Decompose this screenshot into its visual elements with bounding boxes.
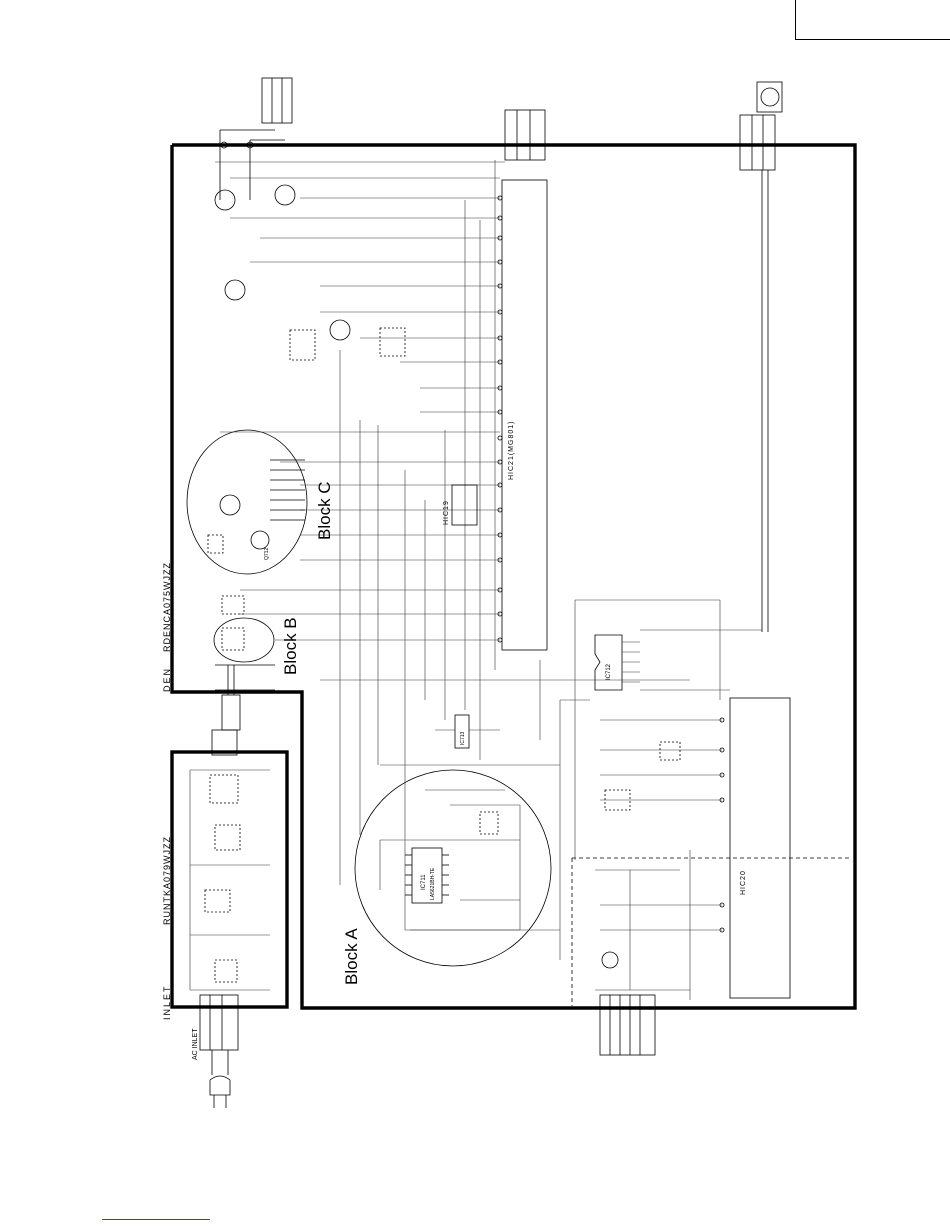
photo-coupler-1: [290, 330, 315, 360]
hic21-outline: [502, 180, 547, 650]
den-board-outline: [172, 145, 855, 1008]
hic21-pins: [498, 196, 502, 642]
ac-inlet-label: AC INLET: [192, 1028, 199, 1060]
top-left-connector: [220, 78, 292, 200]
block-c-label: Block C: [315, 481, 334, 540]
bottom-connector: [600, 995, 655, 1055]
lower-right-components: [595, 742, 690, 1000]
q713-transistor: [225, 280, 245, 300]
ic711-label: IC711: [421, 874, 427, 890]
hic21-label: HIC21(MG801): [508, 421, 515, 480]
hic20-outline: [572, 698, 852, 1006]
run-board-outline: [172, 752, 287, 1007]
ic711-chip: [405, 848, 449, 903]
hic20-label: HIC20: [740, 870, 747, 895]
den-board-label: RDENCA075WJZZ: [162, 562, 172, 652]
hic19-module: [452, 485, 477, 525]
block-a-label: Block A: [342, 928, 361, 985]
block-a-ellipse: [355, 770, 551, 966]
block-c-ellipse: [187, 430, 307, 574]
hic20-pins: [600, 718, 724, 932]
block-a-wiring: [380, 790, 520, 930]
ic713-label: IC713: [460, 731, 466, 745]
run-board-label: RUNTKA079WJZZ: [162, 836, 172, 925]
photo-coupler-2: [380, 328, 405, 356]
top-right-motor-connector: [740, 82, 782, 632]
block-b-label: Block B: [281, 617, 300, 675]
block-c-internals: [208, 460, 305, 553]
ic712-chip: [595, 630, 762, 690]
den-run-interconnect: [212, 665, 240, 755]
ic712-label: IC712: [606, 663, 612, 680]
den-label: DEN: [162, 667, 172, 692]
inlet-label: INLET: [162, 984, 172, 1020]
q709-transistor: [275, 185, 295, 205]
hic19-label: HIC19: [443, 500, 450, 525]
q714-transistor: [330, 320, 350, 340]
q712-label: Q712: [264, 548, 270, 560]
top-mid-connector: [505, 110, 545, 160]
block-b-internals: [215, 596, 275, 690]
ic711-part-label: LA5621BH-TE: [430, 867, 436, 900]
q710-transistor: [215, 190, 235, 210]
ac-plug-icon: [210, 1076, 230, 1108]
run-board-internals: [190, 770, 270, 990]
